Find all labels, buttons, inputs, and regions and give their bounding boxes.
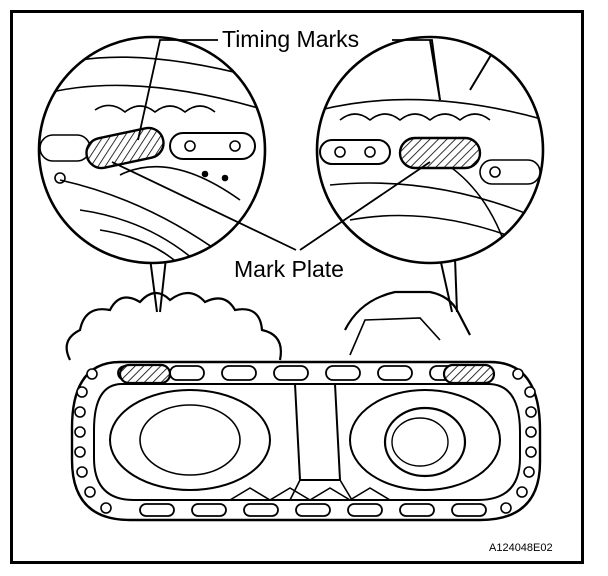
leader-lines [111, 39, 441, 251]
figure-code: A124048E02 [489, 542, 553, 554]
lower-mark-plate-right [442, 363, 496, 385]
upper-mark-plate-right [398, 136, 482, 170]
camshaft-housing [344, 290, 471, 336]
left-sprocket-teeth [65, 291, 282, 361]
right-sprocket-hub [349, 389, 501, 491]
timing-chain-inner [93, 383, 521, 501]
mark-plate-label: Mark Plate [234, 256, 344, 282]
timing-chain-outer [70, 360, 542, 522]
chain-rollers [74, 368, 537, 514]
timing-marks-label: Timing Marks [222, 26, 360, 52]
right-detail-view [315, 35, 545, 265]
left-sprocket-hub [109, 389, 271, 491]
sprocket-assembly [65, 257, 542, 522]
lower-mark-plate-left [118, 363, 172, 385]
chain-guide [294, 383, 342, 481]
left-detail-view [37, 35, 267, 265]
chain-links [117, 365, 487, 517]
upper-mark-plate-left [85, 126, 165, 170]
